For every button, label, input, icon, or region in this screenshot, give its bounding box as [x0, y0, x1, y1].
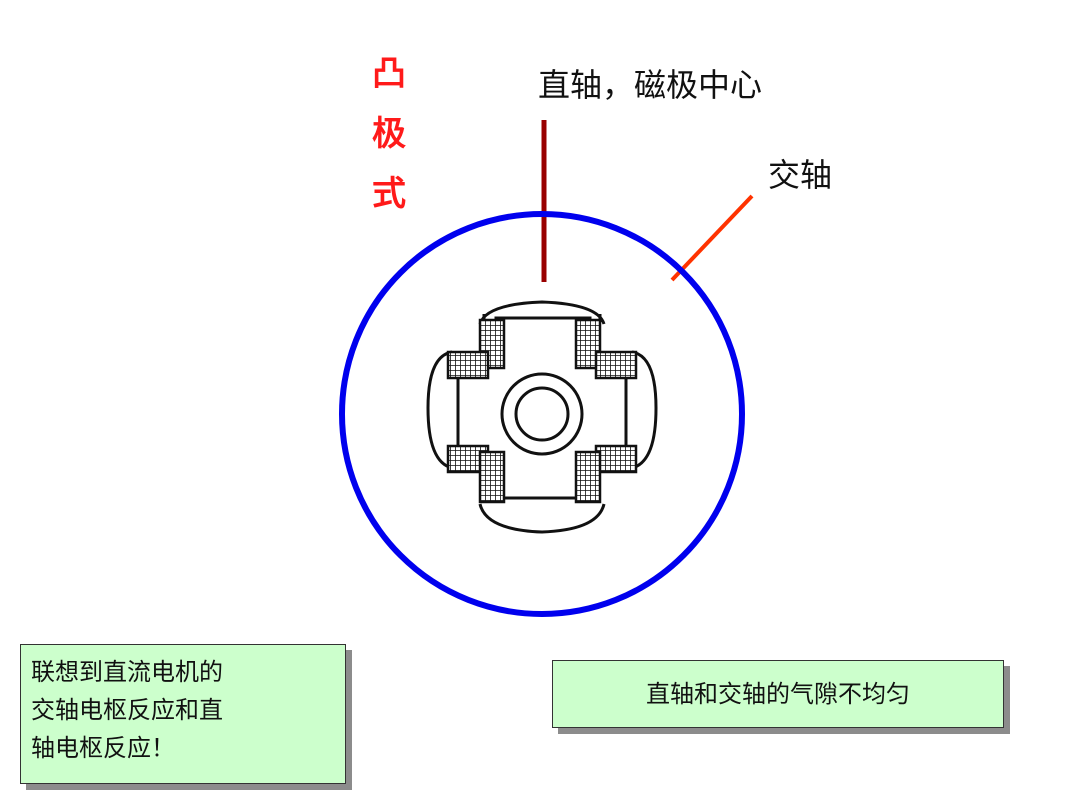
direct-axis-label: 直轴，磁极中心 [538, 66, 763, 104]
quadrature-axis-line [670, 194, 754, 282]
salient-pole-rotor-icon [426, 300, 658, 534]
quadrature-axis-label: 交轴 [768, 156, 833, 194]
title-char-2: 极 [372, 114, 406, 154]
title-char-3: 式 [372, 174, 406, 214]
stator-circle [339, 211, 745, 617]
title-char-1: 凸 [372, 54, 406, 94]
note-right: 直轴和交轴的气隙不均匀 [552, 660, 1004, 728]
vertical-title: 凸 极 式 [364, 44, 414, 224]
note-left: 联想到直流电机的 交轴电枢反应和直 轴电枢反应！ [20, 644, 346, 784]
